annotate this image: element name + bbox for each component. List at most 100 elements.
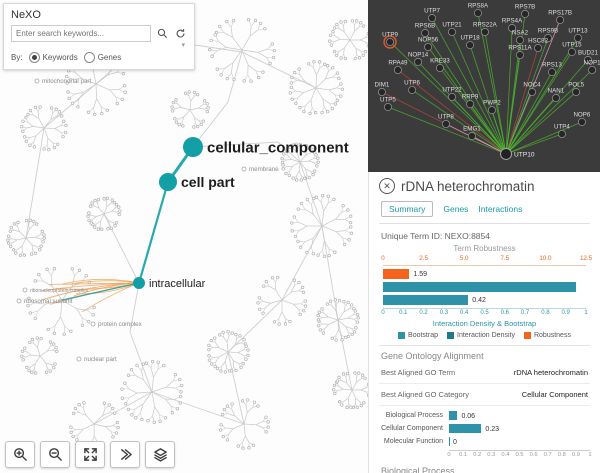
zoom-in-button[interactable] [5,441,35,468]
legend-label: Robustness [533,332,571,339]
gene-node-PWP2[interactable] [487,106,496,115]
tree-minor-node[interactable] [16,298,22,304]
gene-node-NOP1[interactable] [588,66,597,75]
divider [379,345,590,346]
axis-tick: 0.5 [515,452,524,458]
go-category: Biological Process [385,412,443,419]
gene-node-RPS17B[interactable] [556,15,565,24]
tab-genes[interactable]: Genes [443,204,469,214]
tab-interactions[interactable]: Interactions [478,204,523,214]
gene-label: UTP8 [438,114,454,121]
go-category: Molecular Function [383,438,443,445]
gene-node-RPS8A[interactable] [473,9,482,18]
legend-swatch [523,332,531,339]
gene-label: NOP14 [408,51,429,58]
axis-tick: 0.8 [557,452,566,458]
double-chevron-button[interactable] [110,441,140,468]
tree-minor-label: ribosomal subunit [24,298,73,305]
gene-node-UTP9[interactable] [386,37,395,46]
bar-row-interaction-density: 0.42 [383,295,586,305]
chevron-down-icon[interactable]: ▾ [181,42,185,49]
gene-node-BUD21[interactable] [583,56,592,65]
gene-node-UTP15[interactable] [567,47,576,56]
gene-node-NOP6[interactable] [577,117,586,126]
gene-node-UTP8[interactable] [441,120,450,129]
gene-label: RPS13 [542,62,562,69]
gene-node-DIM1[interactable] [377,88,386,97]
bottom-axis-caption: Interaction Density & Bootstrap [432,319,537,328]
close-icon[interactable]: ✕ [379,178,395,194]
go-category-value: Cellular Component [521,390,588,399]
legend-label: Bootstrap [408,332,438,339]
bar [383,282,576,292]
radio-keywords[interactable]: Keywords [28,52,78,63]
gene-node-UTP10[interactable] [500,147,513,160]
gene-node-RPS22A[interactable] [480,27,489,36]
gene-node-RPS7B[interactable] [521,9,530,18]
go-bar [449,424,482,433]
fit-to-screen-button[interactable] [75,441,105,468]
gene-node-NAN1[interactable] [551,94,560,103]
gene-label: RPS8A [468,3,489,10]
gene-node-RPS4A[interactable] [508,24,517,33]
gene-node-UTP22[interactable] [447,93,456,102]
tree-minor-node[interactable] [22,287,28,293]
gene-node-NOC4[interactable] [528,88,537,97]
gene-node-EMG1[interactable] [467,132,476,141]
gene-node-UTP5[interactable] [383,102,392,111]
radio-keywords-circle[interactable] [28,52,40,63]
gene-node-UTP6[interactable] [408,85,417,94]
tab-summary[interactable]: Summary [381,201,434,217]
gene-node-KRE33[interactable] [435,63,444,72]
gene-label: UTP6 [404,79,420,86]
search-card: NeXO ▾ By: Keywords Genes [3,3,195,70]
gene-label: NOP6 [573,111,590,118]
gene-node-UTP18[interactable] [466,41,475,50]
gene-node-POL5[interactable] [572,88,581,97]
tree-node-cell-part[interactable] [159,173,177,191]
tree-minor-node[interactable] [76,356,82,362]
tree-minor-node[interactable] [90,321,96,327]
gene-node-UTP13[interactable] [573,34,582,43]
tree-node-cellular-component[interactable] [183,137,203,157]
gene-node-UTP21[interactable] [447,27,456,36]
gene-node-RPS11A[interactable] [515,51,524,60]
gene-label: NSA2 [512,30,529,37]
tree-toolbar [5,441,175,468]
refresh-icon[interactable] [173,27,187,41]
gene-node-RPA49[interactable] [393,66,402,75]
radio-genes-circle[interactable] [83,52,95,63]
gene-node-NOP14[interactable] [414,57,423,66]
gene-node-RRP9[interactable] [466,100,475,109]
search-icon[interactable] [155,27,169,41]
tree-node-label[interactable]: cellular_component [207,139,349,156]
tree-node-intracellular[interactable] [133,277,145,289]
gene-node-UTP4[interactable] [557,129,566,138]
zoom-out-button[interactable] [40,441,70,468]
gene-node-NSA2[interactable] [515,36,524,45]
radio-genes[interactable]: Genes [83,52,122,63]
tree-node-label[interactable]: cell part [181,174,235,190]
gene-node-RPS6B[interactable] [421,29,430,38]
go-bar-row: Molecular Function 0 [379,437,590,446]
gene-label: HSC82 [528,37,549,44]
gene-node-RPS9B[interactable] [544,34,553,43]
tree-node-label[interactable]: intracellular [149,278,206,290]
search-input[interactable] [11,25,151,42]
axis-tick: 0 [381,310,385,316]
tree-minor-node[interactable] [241,166,247,172]
tree-minor-node[interactable] [34,78,40,84]
gene-node-NOP56[interactable] [424,42,433,51]
go-bar-value: 0 [453,438,457,446]
gene-node-UTP7[interactable] [428,14,437,23]
layers-button[interactable] [145,441,175,468]
gene-label: RPS22A [473,21,498,28]
gene-node-RPS13[interactable] [547,68,556,77]
gene-node-HSC82[interactable] [534,43,543,52]
gene-label: BUD21 [578,50,599,57]
radio-genes-label: Genes [97,53,122,62]
